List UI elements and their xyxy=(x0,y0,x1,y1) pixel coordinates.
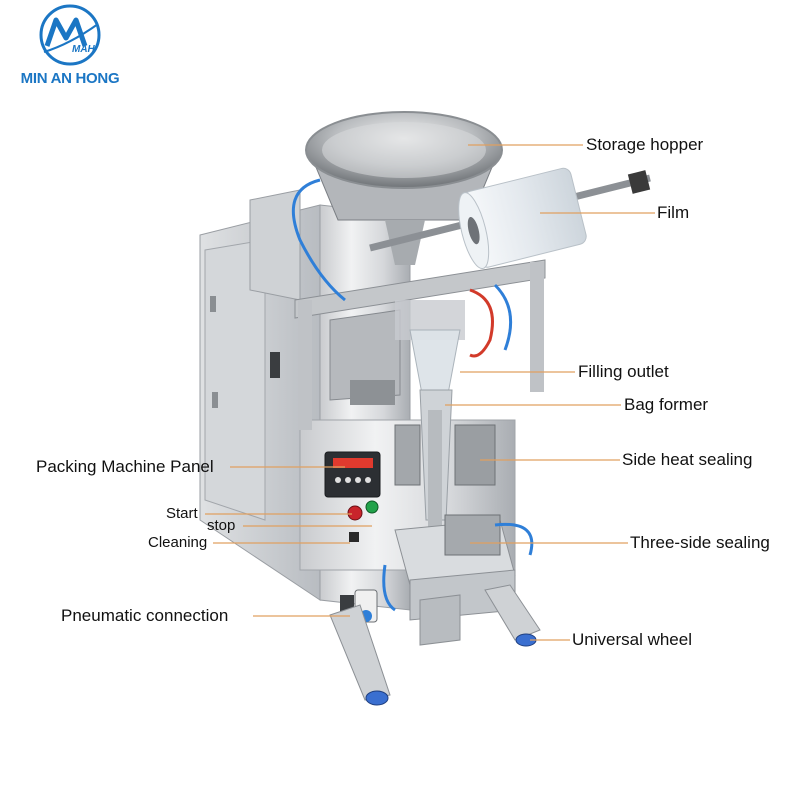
label-start: Start xyxy=(166,505,198,522)
start-button xyxy=(347,505,363,521)
brand-name: MIN AN HONG xyxy=(20,70,120,87)
cleaning-switch xyxy=(349,532,359,542)
label-storage-hopper: Storage hopper xyxy=(586,135,704,154)
label-pneumatic-connection: Pneumatic connection xyxy=(61,606,229,625)
label-packing-machine-panel: Packing Machine Panel xyxy=(36,457,214,476)
leader-lines xyxy=(205,144,655,641)
stop-button xyxy=(365,500,379,514)
brand-monogram: MAH xyxy=(72,44,96,55)
label-side-heat-sealing: Side heat sealing xyxy=(622,450,753,469)
label-filling-outlet: Filling outlet xyxy=(578,362,669,381)
packing-machine-panel xyxy=(324,451,381,542)
label-three-side-sealing: Three-side sealing xyxy=(630,533,770,552)
hopper-assembly xyxy=(249,111,651,430)
label-bag-former: Bag former xyxy=(624,395,709,414)
label-cleaning: Cleaning xyxy=(148,534,208,551)
label-film: Film xyxy=(657,203,690,222)
label-universal-wheel: Universal wheel xyxy=(572,630,692,649)
sealing-base xyxy=(329,514,541,701)
brand-logo: MAH xyxy=(39,4,101,66)
universal-wheel xyxy=(365,633,537,706)
label-stop: stop xyxy=(207,517,236,534)
